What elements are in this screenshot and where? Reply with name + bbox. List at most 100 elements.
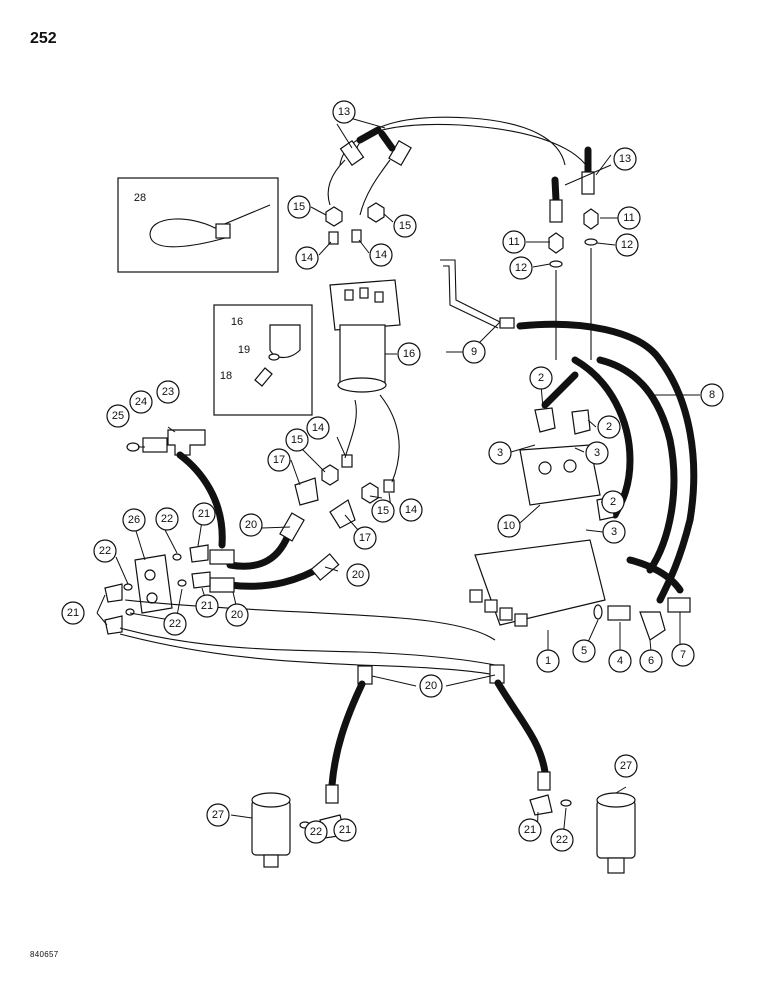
elbow-17b: [329, 499, 356, 529]
callout-11-right: 11: [617, 206, 641, 230]
svg-text:19: 19: [238, 344, 250, 356]
cylinder-27b-top: [596, 792, 636, 808]
tie-strap-box: [117, 177, 279, 273]
hose-end-20d: [209, 577, 235, 593]
svg-text:17: 17: [359, 532, 371, 544]
callout-15-mid: 15: [285, 428, 309, 452]
callout-22-bottom-right: 22: [550, 828, 574, 852]
callout-22-top: 22: [155, 507, 179, 531]
fitting-7: [667, 597, 691, 613]
main-valve-spool-4: [514, 613, 528, 627]
tie-strap-loop: [149, 234, 226, 248]
page-number: 252: [30, 30, 57, 47]
svg-text:16: 16: [403, 348, 415, 360]
callout-21-mid: 21: [195, 594, 219, 618]
manifold-26: [134, 554, 173, 614]
label-16-detail: 16: [231, 316, 243, 328]
svg-text:13: 13: [619, 153, 631, 165]
tube-to-fitting-14a: [327, 159, 346, 206]
callout-14-lower: 14: [399, 498, 423, 522]
svg-text:12: 12: [621, 239, 633, 251]
hose-20f: [494, 679, 549, 776]
svg-text:12: 12: [515, 262, 527, 274]
manifold-26-port-1: [144, 569, 156, 581]
main-valve-spool-1: [469, 589, 483, 603]
tube-to-fitting-14b: [359, 159, 391, 216]
detail-box: [213, 304, 313, 416]
detail-oring: [268, 353, 280, 361]
tie-strap: [149, 204, 271, 236]
manifold-body: [339, 324, 386, 386]
callout-10: 10: [497, 514, 521, 538]
callout-17-lower: 17: [353, 526, 377, 550]
hose-end-13a: [339, 139, 365, 167]
svg-text:3: 3: [594, 447, 600, 459]
callout-27-right: 27: [614, 754, 638, 778]
svg-text:13: 13: [338, 106, 350, 118]
label-18: 18: [220, 370, 232, 382]
svg-text:25: 25: [112, 410, 124, 422]
svg-text:20: 20: [245, 519, 257, 531]
callout-25: 25: [106, 404, 130, 428]
svg-text:22: 22: [169, 618, 181, 630]
nut-15d: [361, 482, 379, 504]
svg-text:28: 28: [134, 192, 146, 204]
callout-14-top-left: 14: [295, 246, 319, 270]
hose-end-20f-lower: [537, 771, 551, 791]
main-valve-spool-2: [484, 599, 498, 613]
callout-14-top-right: 14: [369, 243, 393, 267]
callout-22-mid: 22: [163, 612, 187, 636]
oring-5: [593, 604, 603, 620]
svg-text:14: 14: [312, 422, 324, 434]
svg-text:20: 20: [352, 569, 364, 581]
svg-text:2: 2: [538, 372, 544, 384]
svg-text:27: 27: [212, 809, 224, 821]
callout-2-lower: 2: [601, 490, 625, 514]
main-valve-spool-3: [499, 607, 513, 621]
callout-20-left: 20: [225, 603, 249, 627]
detail-elbow: [254, 367, 273, 387]
svg-text:21: 21: [201, 600, 213, 612]
oring-22f: [560, 799, 572, 807]
callout-9: 9: [462, 340, 486, 364]
svg-text:15: 15: [291, 434, 303, 446]
callout-2-mid: 2: [597, 415, 621, 439]
drawing: [96, 116, 700, 874]
oring-22c: [177, 579, 187, 587]
manifold-port-2: [359, 287, 369, 299]
svg-text:15: 15: [399, 220, 411, 232]
callout-8: 8: [700, 383, 724, 407]
svg-text:21: 21: [339, 824, 351, 836]
cylinder-27a-rod: [263, 854, 279, 868]
callout-15-top-right: 15: [393, 214, 417, 238]
adapter-24: [142, 437, 168, 453]
detail-manifold: [269, 324, 301, 359]
elbow-2b: [571, 409, 591, 435]
svg-text:3: 3: [611, 526, 617, 538]
svg-text:16: 16: [231, 316, 243, 328]
hose-end-20c: [209, 549, 235, 565]
fitting-14b: [351, 229, 362, 243]
elbow-21f: [529, 794, 553, 816]
tie-strap-head: [215, 223, 231, 239]
valve-section-10: [519, 444, 601, 506]
svg-text:3: 3: [497, 447, 503, 459]
nut-11b: [583, 208, 599, 230]
hose-end-20e-lower: [325, 784, 339, 804]
svg-text:21: 21: [198, 508, 210, 520]
lower-tube-1: [119, 627, 496, 666]
tube-9: [440, 259, 501, 323]
oring-25: [126, 442, 140, 452]
callout-26: 26: [122, 508, 146, 532]
hose-end-13d: [581, 171, 595, 195]
oring-22d: [125, 608, 135, 616]
svg-text:21: 21: [524, 824, 536, 836]
callout-13-left: 13: [332, 100, 356, 124]
tube-9-inner: [443, 265, 499, 329]
svg-text:14: 14: [405, 504, 417, 516]
oring-12a: [549, 260, 563, 268]
svg-text:15: 15: [293, 201, 305, 213]
hose-13b: [378, 130, 396, 152]
callout-11-left: 11: [502, 230, 526, 254]
label-19: 19: [238, 344, 250, 356]
